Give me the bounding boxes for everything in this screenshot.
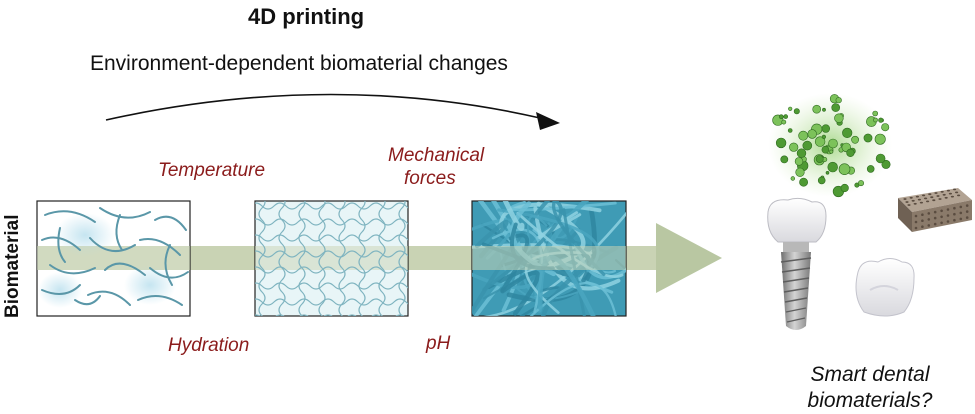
dense-fiber-box: [471, 200, 627, 317]
curved-arrow-icon: [105, 93, 560, 130]
mesh-network-box: [254, 200, 409, 317]
question-line2: biomaterials?: [807, 389, 933, 412]
porous-scaffold-icon: [898, 188, 972, 232]
stimulus-mechanical-line2: forces: [404, 168, 456, 189]
stimulus-mechanical-line1: Mechanical: [388, 145, 485, 166]
stimulus-temperature: Temperature: [158, 160, 266, 181]
subtitle: Environment-dependent biomaterial change…: [90, 52, 508, 75]
tooth-crown-icon: [855, 258, 915, 317]
question-line1: Smart dental: [810, 363, 930, 386]
bioactive-particles-icon: [768, 93, 892, 198]
page-title: 4D printing: [248, 4, 365, 29]
stimulus-ph: pH: [426, 333, 451, 354]
biomaterial-axis-label: Biomaterial: [2, 214, 23, 318]
tooth-implant-icon: [767, 197, 827, 330]
loose-fiber-box: [36, 200, 191, 317]
smart-dental-question: Smart dental biomaterials?: [790, 362, 950, 414]
stimulus-hydration: Hydration: [168, 335, 250, 356]
